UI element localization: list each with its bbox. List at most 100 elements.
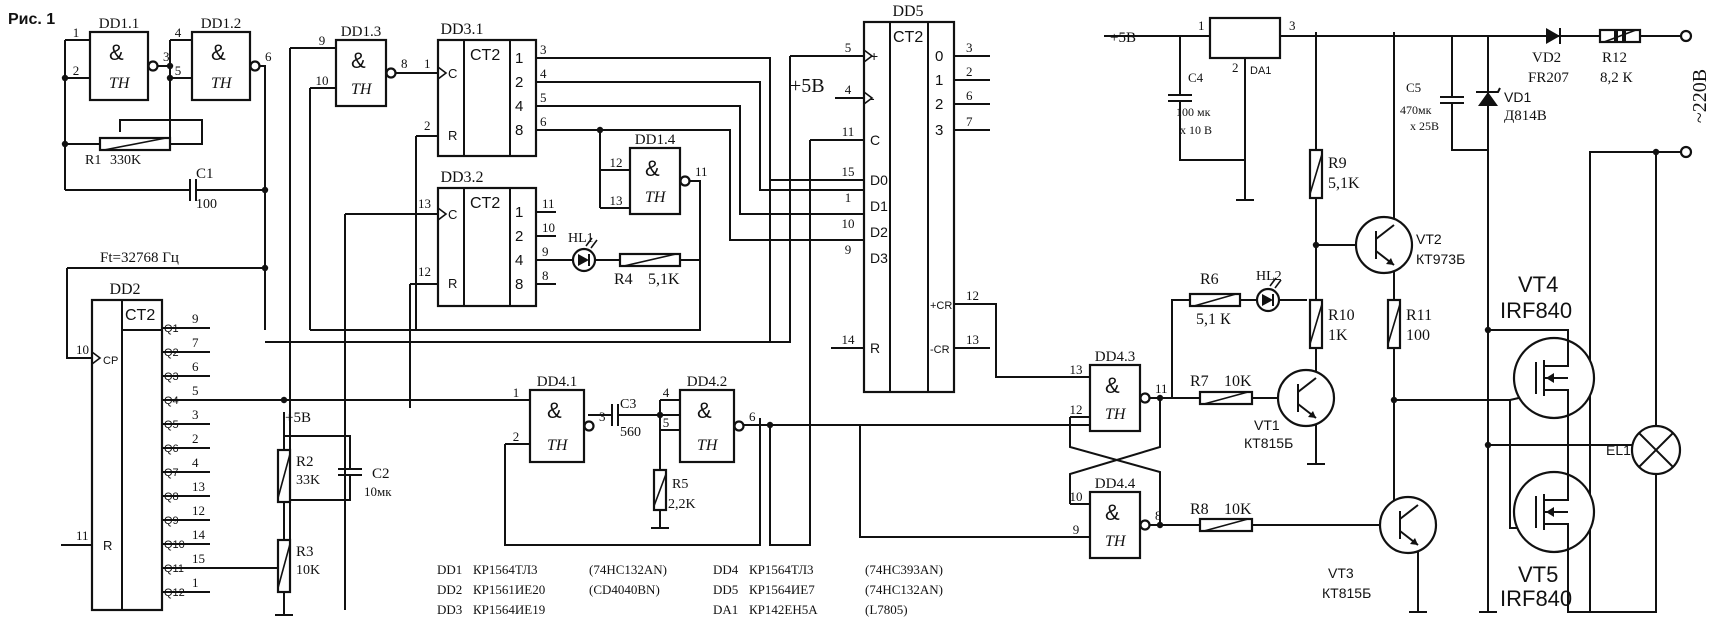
wire xyxy=(769,140,811,546)
c5-ref: C5 xyxy=(1406,80,1421,95)
mains-label: ~220В xyxy=(1689,69,1711,123)
r5-value: 2,2K xyxy=(668,497,696,512)
resistor-hatch xyxy=(277,453,291,499)
wire xyxy=(1179,102,1245,161)
inversion-bubble xyxy=(147,60,159,72)
pin-name: 3 xyxy=(935,122,943,139)
led-ray xyxy=(1269,277,1277,287)
pin-number: 10 xyxy=(1070,489,1083,504)
pin-name: Q1 xyxy=(164,323,179,335)
pin-number: 4 xyxy=(845,82,852,97)
wire xyxy=(284,476,351,501)
junction-dot xyxy=(1484,441,1492,449)
r8-ref: R8 xyxy=(1190,501,1209,518)
junction-dot xyxy=(280,396,288,404)
pin-number: 13 xyxy=(418,196,431,211)
junction-dot xyxy=(1156,521,1164,529)
parts-list-ref: DA1 xyxy=(713,602,738,617)
vt4-value: IRF840 xyxy=(1500,298,1572,323)
pin-number: 3 xyxy=(1289,18,1296,33)
r2-ref: R2 xyxy=(296,454,314,470)
c4-voltage: х 10 В xyxy=(1180,123,1212,137)
pin-name: Q12 xyxy=(164,587,185,599)
schmitt-symbol: TH xyxy=(645,189,667,206)
pin-number: 15 xyxy=(842,164,855,179)
junction-dot xyxy=(166,74,174,82)
pin-name: 1 xyxy=(515,50,523,67)
vt3-value: КТ815Б xyxy=(1322,585,1371,601)
gate-label: DD4.3 xyxy=(1095,349,1135,365)
junction-dot xyxy=(1652,148,1660,156)
parts-list-equiv: (CD4040BN) xyxy=(589,582,660,597)
r11-ref: R11 xyxy=(1406,307,1432,324)
r12-ref: R12 xyxy=(1602,50,1627,66)
resistor-hatch xyxy=(1603,29,1637,43)
pin-number: 3 xyxy=(540,42,547,57)
wire xyxy=(954,303,1090,378)
schmitt-symbol: TH xyxy=(1105,533,1127,550)
emitter-arrow xyxy=(1386,258,1394,265)
gate-label: DD4.2 xyxy=(687,374,727,390)
pin-number: 1 xyxy=(513,385,520,400)
parts-list-part: КР1564ИЕ19 xyxy=(473,602,545,617)
supply-label-r2: +5В xyxy=(285,410,311,426)
count-up-triangle xyxy=(863,48,874,64)
pin-number: 9 xyxy=(1073,522,1080,537)
pin-name: CP xyxy=(103,355,118,367)
junction-dot xyxy=(261,186,269,194)
pin-name: 1 xyxy=(935,72,943,89)
pin-number: 6 xyxy=(540,114,547,129)
transistor-vt3 xyxy=(1378,495,1438,555)
r6-value: 5,1 К xyxy=(1196,311,1231,328)
inversion-bubble xyxy=(583,420,595,432)
c5-voltage: х 25В xyxy=(1410,119,1439,133)
gate-dd1_2 xyxy=(190,30,252,102)
pin-number: 5 xyxy=(540,90,547,105)
resistor-hatch xyxy=(1193,293,1237,307)
pin-number: 6 xyxy=(265,49,272,64)
pin-number: 13 xyxy=(610,193,623,208)
vt4-ref: VT4 xyxy=(1518,272,1558,297)
pin-number: 9 xyxy=(542,244,549,259)
pin-number: 14 xyxy=(842,332,856,347)
r10-ref: R10 xyxy=(1328,307,1355,324)
pin-number: 8 xyxy=(1155,508,1162,523)
pin-number: 12 xyxy=(192,503,205,518)
pin-name: 4 xyxy=(515,252,523,269)
inversion-bubble xyxy=(385,67,397,79)
pin-name: C xyxy=(448,207,457,222)
resistor-hatch xyxy=(1203,391,1249,405)
resistor-mark xyxy=(1622,31,1626,41)
mosfet-drain xyxy=(1544,472,1569,501)
pin-number: 4 xyxy=(192,455,199,470)
parts-list-ref: DD1 xyxy=(437,562,462,577)
parts-list-ref: DD5 xyxy=(713,582,738,597)
wires xyxy=(61,32,1681,616)
pin-number: 5 xyxy=(845,40,852,55)
pin-number: 2 xyxy=(424,118,431,133)
wire xyxy=(66,268,92,359)
resistor-hatch xyxy=(1203,518,1249,532)
parts-list-ref: DD4 xyxy=(713,562,739,577)
parts-list-ref: DD3 xyxy=(437,602,462,617)
pin-name: + xyxy=(870,48,878,64)
schmitt-symbol: TH xyxy=(697,437,719,454)
gate-dd4_3 xyxy=(1088,363,1142,433)
pin-number: 11 xyxy=(1155,381,1168,396)
figure-caption: Рис. 1 xyxy=(8,11,55,28)
pin-number: 3 xyxy=(163,49,170,64)
zener-bar xyxy=(1476,87,1501,93)
pin-name: D0 xyxy=(870,172,888,188)
wire xyxy=(1171,299,1190,398)
pin-name: Q3 xyxy=(164,371,179,383)
vt1-ref: VT1 xyxy=(1254,417,1280,433)
r4-ref: R4 xyxy=(614,271,633,288)
schmitt-symbol: TH xyxy=(211,75,233,92)
inversion-bubble xyxy=(1139,392,1151,404)
schmitt-symbol: TH xyxy=(109,75,131,92)
junction-dot xyxy=(1312,241,1320,249)
pin-number: 12 xyxy=(610,155,623,170)
vt5-value: IRF840 xyxy=(1500,586,1572,611)
resistor-hatch xyxy=(1309,153,1323,195)
